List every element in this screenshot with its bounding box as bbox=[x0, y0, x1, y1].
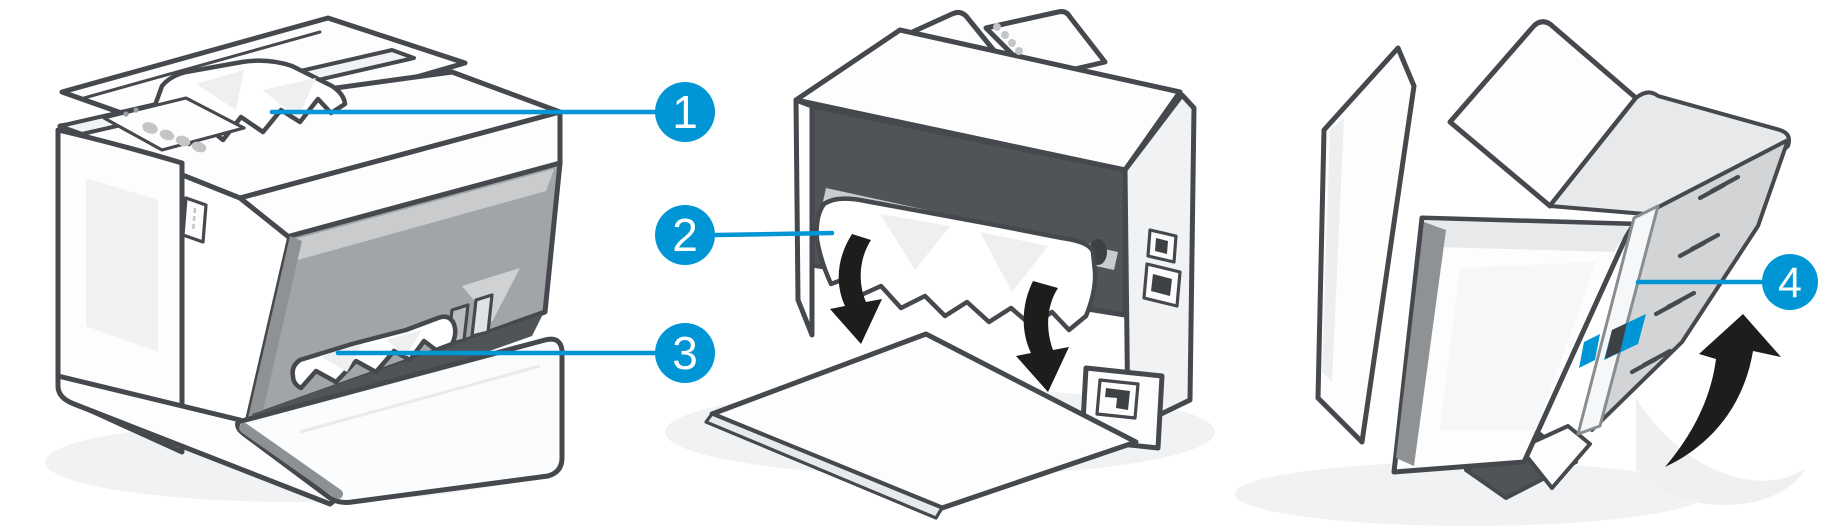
curved-arrow-up-icon bbox=[1665, 314, 1781, 467]
flap-top-edge bbox=[1424, 220, 1630, 252]
paper-guide-tab bbox=[1579, 334, 1600, 368]
paper-level-window bbox=[181, 196, 208, 244]
status-led bbox=[123, 111, 129, 117]
callout-2: 2 bbox=[655, 205, 715, 265]
tray-door-flap-open bbox=[1391, 215, 1635, 475]
panel-button bbox=[159, 129, 175, 141]
printer-front-view bbox=[45, 15, 565, 507]
callout-circle bbox=[655, 82, 715, 142]
callout-circle bbox=[1762, 254, 1818, 310]
callout-circle bbox=[655, 205, 715, 265]
leader-line-2 bbox=[713, 230, 835, 238]
tray-cover-open bbox=[235, 336, 565, 505]
control-panel bbox=[102, 96, 246, 153]
rear-door-paper-jam bbox=[814, 196, 1098, 333]
callout-circle bbox=[655, 323, 715, 383]
door-lip bbox=[704, 412, 944, 520]
flap-left-edge bbox=[1396, 222, 1446, 466]
printer-rear-view bbox=[665, 9, 1215, 520]
rear-door-open bbox=[704, 331, 1139, 520]
vent-ribs bbox=[1629, 174, 1741, 375]
paper-guide-tab bbox=[1604, 314, 1646, 360]
side-inset bbox=[86, 178, 158, 352]
callout-number: 2 bbox=[672, 209, 698, 261]
curved-arrow-down-icon bbox=[830, 234, 882, 344]
flap-inset bbox=[1440, 262, 1596, 430]
callout-1: 1 bbox=[655, 82, 715, 142]
callout-4: 4 bbox=[1762, 254, 1818, 310]
callout-number: 1 bbox=[672, 86, 698, 138]
door-left-edge bbox=[248, 236, 302, 420]
status-led bbox=[133, 107, 139, 113]
output-tray-extension bbox=[983, 9, 1108, 81]
usb-port bbox=[1146, 228, 1178, 264]
callout-3: 3 bbox=[655, 323, 715, 383]
flap-inner-band bbox=[1322, 118, 1344, 382]
power-port bbox=[1142, 262, 1182, 308]
arrow-shadow bbox=[1636, 398, 1806, 506]
top-buttons bbox=[993, 23, 1023, 55]
floor-shadow bbox=[1235, 462, 1705, 526]
panel-button bbox=[191, 141, 207, 153]
base-corner bbox=[1518, 424, 1592, 490]
leader-lines bbox=[269, 109, 1764, 356]
front-door-flap-open bbox=[1315, 45, 1417, 445]
power-button bbox=[142, 122, 158, 134]
callout-number: 3 bbox=[672, 327, 698, 379]
panel-button bbox=[175, 135, 191, 147]
door-edge-highlight bbox=[287, 169, 554, 263]
curved-arrow-down-icon bbox=[1016, 281, 1069, 392]
jam-access-strip bbox=[1576, 204, 1660, 436]
printer-rotated-view bbox=[1235, 19, 1806, 526]
body-top-face bbox=[1447, 19, 1639, 209]
paper-guide bbox=[470, 293, 494, 338]
callout-number: 4 bbox=[1778, 259, 1802, 307]
